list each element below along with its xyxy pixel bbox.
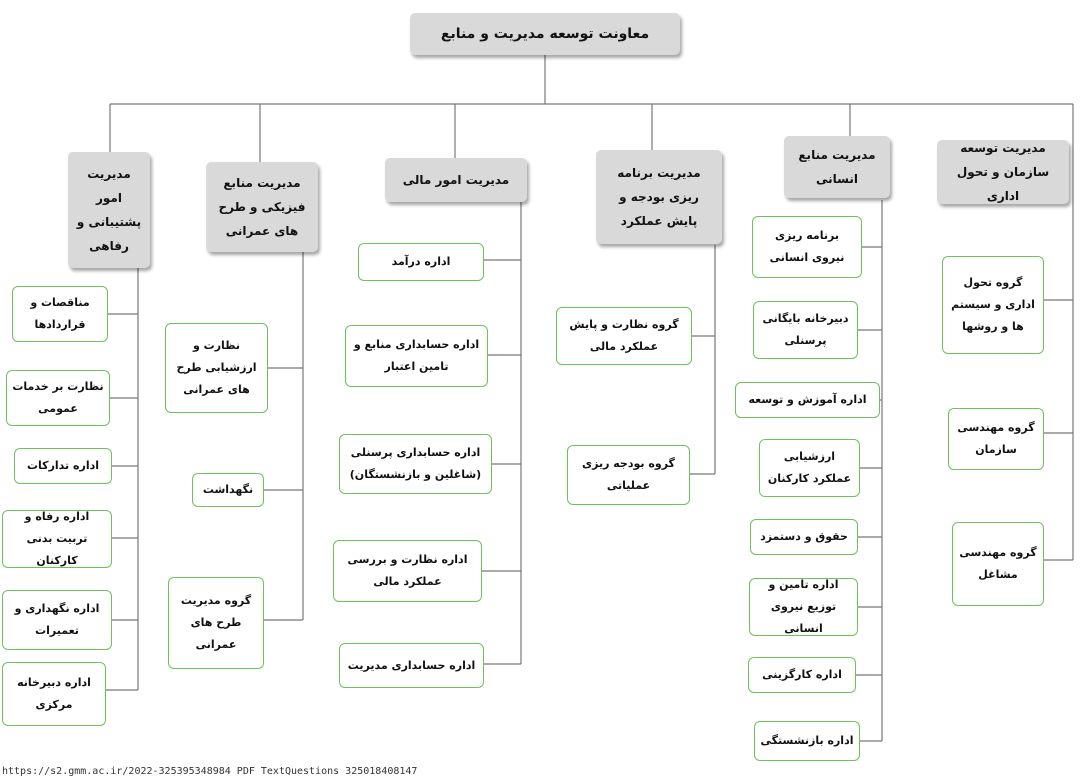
unit-public-services: نظارت بر خدمات عمومی [6,370,110,426]
unit-admin-transformation-group: گروه تحول اداری و سیستم ها و روشها [942,256,1044,354]
dept-support-welfare: مدیریت امور پشتیبانی و رفاهی [68,152,150,268]
unit-personnel-accounting: اداره حسابداری پرسنلی (شاغلین و بازنشستگ… [339,434,492,494]
unit-procurement: اداره تدارکات [14,448,112,484]
unit-job-engineering-group: گروه مهندسی مشاغل [952,522,1044,606]
unit-training-development: اداره آموزش و توسعه [735,382,880,418]
unit-operational-budgeting-group: گروه بودجه ریزی عملیاتی [567,445,690,505]
dept-financial-affairs: مدیریت امور مالی [385,158,527,202]
root-node: معاونت توسعه مدیریت و منابع [410,13,680,55]
unit-central-secretariat: اداره دبیرخانه مرکزی [2,662,106,726]
unit-project-management-group: گروه مدیریت طرح های عمرانی [168,577,264,669]
footer-url: https://s2.gmm.ac.ir/2022-325395348984 P… [2,766,418,777]
unit-hr-planning: برنامه ریزی نیروی انسانی [752,216,862,278]
dept-budget-planning: مدیریت برنامه ریزی بودجه و پایش عملکرد [596,150,722,244]
unit-organization-engineering-group: گروه مهندسی سازمان [948,408,1044,470]
unit-payroll: حقوق و دستمزد [750,519,858,555]
unit-retirement: اداره بازنشستگی [754,721,860,761]
dept-human-resources: مدیریت منابع انسانی [784,136,890,198]
unit-management-accounting: اداره حسابداری مدیریت [339,643,484,688]
unit-resource-accounting: اداره حسابداری منابع و تامین اعتبار [345,325,488,387]
unit-financial-monitoring-group: گروه نظارت و پایش عملکرد مالی [556,307,692,365]
unit-tenders-contracts: مناقصات و قراردادها [12,286,108,342]
unit-performance-evaluation: ارزشیابی عملکرد کارکنان [759,439,860,497]
unit-financial-review: اداره نظارت و بررسی عملکرد مالی [333,540,482,602]
unit-repairs-maintenance: اداره نگهداری و تعمیرات [2,590,112,650]
unit-welfare-sports: اداره رفاه و تربیت بدنی کارکنان [2,510,112,568]
unit-project-supervision: نظارت و ارزشیابی طرح های عمرانی [165,323,268,413]
unit-staff-allocation: اداره تامین و توزیع نیروی انسانی [749,578,858,636]
dept-physical-resources: مدیریت منابع فیزیکی و طرح های عمرانی [206,162,318,252]
unit-employment: اداره کارگزینی [748,657,856,693]
unit-personnel-archive: دبیرخانه بایگانی پرسنلی [753,301,858,359]
unit-maintenance: نگهداشت [192,473,264,507]
unit-revenue: اداره درآمد [358,243,484,281]
dept-organization-development: مدیریت توسعه سازمان و تحول اداری [937,140,1069,204]
